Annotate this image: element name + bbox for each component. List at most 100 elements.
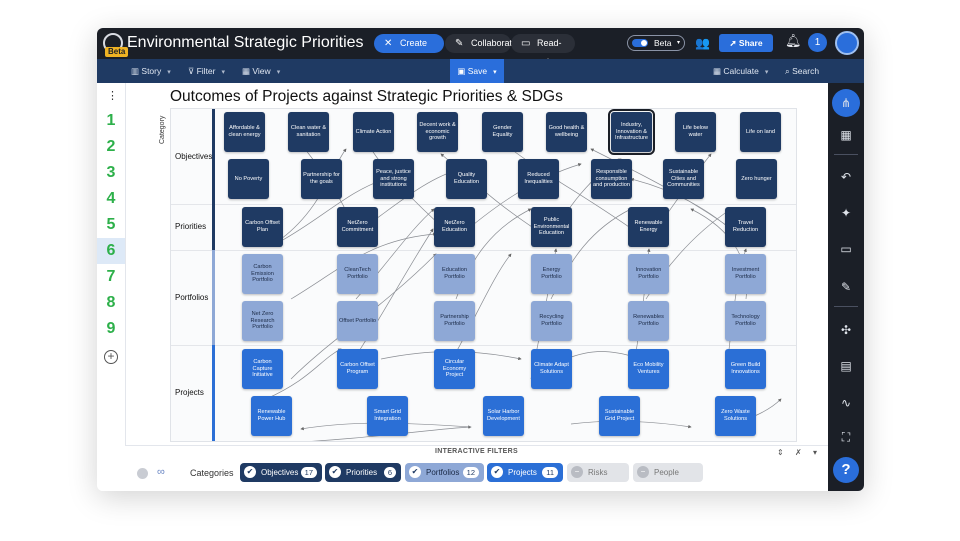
clipboard-icon[interactable]: ▤ — [840, 359, 852, 373]
priority-node[interactable]: NetZero Education — [434, 207, 475, 247]
project-node[interactable]: Smart Grid Integration — [367, 396, 408, 436]
step-6[interactable]: 6 — [97, 238, 125, 264]
priority-node[interactable]: Travel Reduction — [725, 207, 766, 247]
calculate-menu[interactable]: ▦ Calculate▾ — [713, 59, 768, 83]
undo-icon[interactable]: ↶ — [840, 170, 852, 184]
fullscreen-icon[interactable]: ⛶ — [841, 430, 851, 444]
pin-off-icon[interactable]: ✗ — [795, 448, 802, 457]
objective-node[interactable]: No Poverty — [228, 159, 269, 199]
project-node[interactable]: Carbon Offset Program — [337, 349, 378, 389]
objective-node[interactable]: Sustainable Cities and Communities — [663, 159, 704, 199]
view-menu[interactable]: ▦ View▾ — [242, 59, 280, 83]
app-window: Beta Environmental Strategic Priorities … — [97, 28, 864, 491]
objective-node[interactable]: Zero hunger — [736, 159, 777, 199]
beta-toggle[interactable]: Beta▾ — [627, 35, 685, 51]
read-only-mode-button[interactable]: ▭Read-only — [511, 34, 575, 67]
objective-node[interactable]: Quality Education — [446, 159, 487, 199]
portfolio-node[interactable]: Offset Portfolio — [337, 301, 378, 341]
objective-node[interactable]: Partnership for the goals — [301, 159, 342, 199]
puzzle-icon[interactable]: ✣ — [840, 323, 852, 337]
objective-node[interactable]: Gender Equality — [482, 112, 523, 152]
portfolio-node[interactable]: Recycling Portfolio — [531, 301, 572, 341]
step-5[interactable]: 5 — [106, 216, 116, 233]
link-icon[interactable]: ∞ — [157, 466, 165, 478]
step-8[interactable]: 8 — [106, 294, 116, 311]
step-9[interactable]: 9 — [106, 320, 116, 337]
interactive-filters-panel: INTERACTIVE FILTERS ⇕ ✗ ▾ ∞ Categories ✔… — [125, 445, 828, 491]
objective-node[interactable]: Life below water — [675, 112, 716, 152]
step-3[interactable]: 3 — [106, 164, 116, 181]
objective-node[interactable]: Decent work & economic growth — [417, 112, 458, 152]
filter-chip-people[interactable]: − People — [633, 463, 703, 482]
search-button[interactable]: ⌕ Search — [785, 59, 819, 83]
save-button[interactable]: ▣ Save▾ — [450, 59, 504, 83]
users-icon[interactable]: 👥 — [695, 36, 710, 50]
pulse-icon[interactable]: ∿ — [840, 396, 852, 410]
floppy-icon: ▣ — [457, 66, 468, 76]
filter-menu[interactable]: ⊽ Filter▾ — [188, 59, 225, 83]
row-label-objectives: Objectives — [175, 152, 213, 161]
toggle-filters-icon[interactable] — [137, 468, 148, 479]
objective-node[interactable]: Good health & wellbeing — [546, 112, 587, 152]
story-menu[interactable]: ▥ Story▾ — [131, 59, 171, 83]
user-count-badge[interactable]: 1 — [808, 33, 827, 52]
portfolio-node[interactable]: Carbon Emission Portfolio — [242, 254, 283, 294]
portfolio-node[interactable]: CleanTech Portfolio — [337, 254, 378, 294]
priority-node[interactable]: Carbon Offset Plan — [242, 207, 283, 247]
objective-node[interactable]: Responsible consumption and production — [591, 159, 632, 199]
portfolio-node[interactable]: Partnership Portfolio — [434, 301, 475, 341]
portfolio-node[interactable]: Education Portfolio — [434, 254, 475, 294]
help-button[interactable]: ? — [833, 457, 859, 483]
objective-node[interactable]: Reduced Inequalities — [518, 159, 559, 199]
step-4[interactable]: 4 — [106, 190, 116, 207]
pencil-icon[interactable]: ✎ — [840, 280, 852, 294]
adjust-icon[interactable]: ⇕ — [777, 448, 784, 457]
hierarchy-icon[interactable]: ⋔ — [832, 89, 860, 117]
project-node[interactable]: Climate Adapt Solutions — [531, 349, 572, 389]
share-button[interactable]: ➚ Share — [719, 34, 773, 52]
objective-node-selected[interactable]: Industry, Innovation & Infrastructure — [608, 109, 655, 155]
step-2[interactable]: 2 — [106, 138, 116, 155]
document-title[interactable]: Environmental Strategic Priorities — [127, 34, 364, 51]
objective-node[interactable]: Clean water & sanitation — [288, 112, 329, 152]
filter-chip-projects[interactable]: ✔ Projects 11 — [487, 463, 563, 482]
create-mode-button[interactable]: ✕Create — [374, 34, 444, 53]
project-node[interactable]: Green Build Innovations — [725, 349, 766, 389]
chip-label: Priorities — [346, 468, 378, 477]
filter-chip-objectives[interactable]: ✔ Objectives 17 — [240, 463, 322, 482]
more-menu-icon[interactable]: ⋮ — [107, 90, 118, 102]
sparkle-icon[interactable]: ✦ — [840, 206, 852, 220]
globe-icon[interactable] — [835, 31, 859, 55]
add-step-icon[interactable]: + — [104, 350, 118, 364]
portfolio-node[interactable]: Investment Portfolio — [725, 254, 766, 294]
project-node[interactable]: Zero Waste Solutions — [715, 396, 756, 436]
objective-node[interactable]: Affordable & clean energy — [224, 112, 265, 152]
step-1[interactable]: 1 — [106, 112, 116, 129]
project-node[interactable]: Eco Mobility Ventures — [628, 349, 669, 389]
project-node[interactable]: Solar Harbor Development — [483, 396, 524, 436]
objective-node[interactable]: Climate Action — [353, 112, 394, 152]
objective-node[interactable]: Life on land — [740, 112, 781, 152]
filter-chip-priorities[interactable]: ✔ Priorities 6 — [325, 463, 401, 482]
table-icon[interactable]: ▦ — [840, 128, 852, 142]
chevron-down-icon[interactable]: ▾ — [813, 448, 818, 457]
collaborate-mode-button[interactable]: ✎Collaborate — [445, 34, 517, 53]
project-node[interactable]: Circular Economy Project — [434, 349, 475, 389]
priority-node[interactable]: NetZero Commitment — [337, 207, 378, 247]
filter-chip-portfolios[interactable]: ✔ Portfolios 12 — [405, 463, 484, 482]
priority-node[interactable]: Renewable Energy — [628, 207, 669, 247]
portfolio-node[interactable]: Energy Portfolio — [531, 254, 572, 294]
objective-node[interactable]: Peace, justice and strong institutions — [373, 159, 414, 199]
portfolio-node[interactable]: Renewables Portfolio — [628, 301, 669, 341]
project-node[interactable]: Carbon Capture Initiative — [242, 349, 283, 389]
project-node[interactable]: Sustainable Grid Project — [599, 396, 640, 436]
portfolio-node[interactable]: Net Zero Research Portfolio — [242, 301, 283, 341]
portfolio-node[interactable]: Technology Portfolio — [725, 301, 766, 341]
bell-icon[interactable]: 🔔︎ — [785, 33, 802, 48]
filter-chip-risks[interactable]: − Risks — [567, 463, 629, 482]
comment-icon[interactable]: ▭ — [840, 242, 852, 256]
step-7[interactable]: 7 — [106, 268, 116, 285]
portfolio-node[interactable]: Innovation Portfolio — [628, 254, 669, 294]
priority-node[interactable]: Public Environmental Education — [531, 207, 572, 247]
project-node[interactable]: Renewable Power Hub — [251, 396, 292, 436]
